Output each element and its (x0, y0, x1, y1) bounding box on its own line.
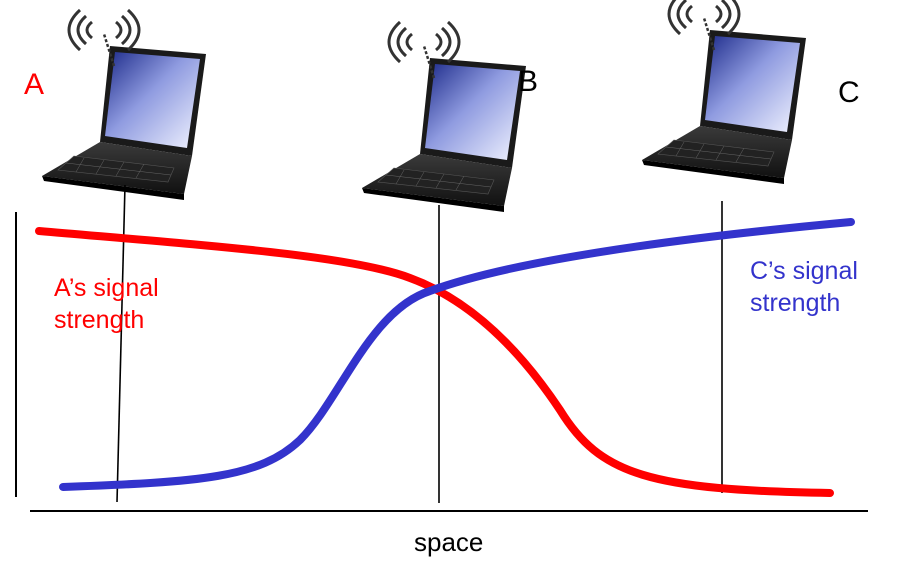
laptop-icon-c (640, 0, 808, 186)
c-signal-curve (59, 218, 855, 491)
a-signal-curve (35, 227, 834, 497)
node-label-a: A (24, 68, 45, 101)
a-signal-label: A’s signal strength (54, 272, 159, 336)
c-signal-label-line1: C’s signal (750, 257, 858, 285)
node-label-b: B (518, 65, 539, 98)
a-signal-label-line1: A’s signal (54, 274, 159, 302)
x-axis-label: space (414, 527, 484, 557)
laptop-icon-a (40, 8, 208, 202)
c-signal-label-line2: strength (750, 289, 841, 317)
a-signal-label-line2: strength (54, 306, 145, 334)
node-label-c: C (838, 76, 860, 109)
c-signal-label: C’s signal strength (750, 255, 858, 319)
laptop-icon-b (360, 20, 528, 214)
position-line-a (116, 184, 126, 503)
